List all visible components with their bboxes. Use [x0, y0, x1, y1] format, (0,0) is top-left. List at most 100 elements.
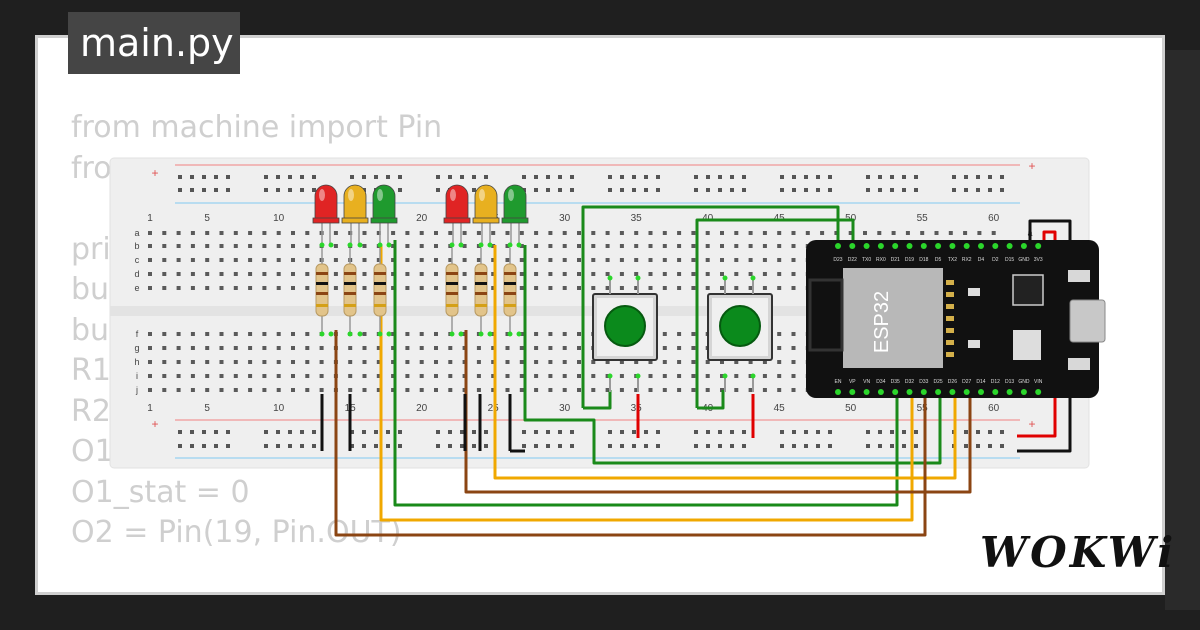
grid-hole [677, 286, 682, 290]
grid-hole [348, 231, 353, 235]
grid-hole [419, 286, 424, 290]
led-rim [443, 217, 471, 224]
resistor-band [316, 282, 328, 285]
grid-hole [333, 258, 338, 262]
grid-hole [476, 346, 481, 350]
grid-hole [791, 231, 796, 235]
esp32-pin-label: D21 [891, 257, 900, 263]
resistor-band [504, 272, 516, 275]
grid-hole [233, 231, 238, 235]
esp32-pin [849, 389, 856, 395]
rail-hole [1000, 444, 1004, 448]
row-letter: b [134, 241, 139, 251]
grid-hole [534, 272, 539, 276]
grid-hole [162, 272, 167, 276]
grid-hole [434, 332, 438, 336]
column-number: 10 [273, 403, 285, 414]
grid-hole [148, 346, 152, 350]
esp32-chip-pin [946, 316, 954, 321]
grid-hole [291, 360, 295, 364]
grid-hole [691, 272, 696, 276]
grid-hole [305, 286, 310, 290]
rail-hole [288, 444, 292, 448]
grid-hole [791, 374, 796, 378]
grid-hole [505, 258, 510, 262]
rail-hole [620, 430, 624, 434]
grid-hole [305, 346, 310, 350]
rail-hole [374, 175, 378, 179]
grid-hole [777, 286, 782, 290]
grid-hole [577, 388, 581, 392]
rail-hole [264, 444, 268, 448]
rail-hole [178, 188, 182, 192]
grid-hole [276, 374, 281, 378]
esp32-pin-label: D23 [833, 257, 842, 263]
rail-hole [1000, 175, 1004, 179]
led-rim [472, 217, 500, 224]
grid-hole [476, 388, 481, 392]
rail-hole [226, 430, 230, 434]
resistor-band [374, 304, 386, 307]
grid-hole [205, 388, 210, 392]
rail-hole [988, 430, 992, 434]
grid-hole [233, 332, 238, 336]
grid-hole [591, 388, 596, 392]
rail-hole [902, 188, 906, 192]
grid-hole [448, 388, 453, 392]
grid-hole [891, 231, 896, 235]
grid-hole [863, 231, 867, 235]
led-red [445, 184, 469, 222]
row-letter: e [134, 283, 139, 293]
rail-hole [976, 444, 980, 448]
rail-hole [878, 430, 882, 434]
rail-hole [522, 444, 526, 448]
rail-hole [460, 430, 464, 434]
grid-hole [619, 258, 624, 262]
rail-hole [914, 175, 918, 179]
rail-hole [656, 188, 660, 192]
resistor-band [475, 282, 487, 285]
esp32-pin-label: D12 [991, 379, 1000, 385]
grid-hole [319, 346, 324, 350]
rail-hole [878, 188, 882, 192]
grid-hole [548, 258, 553, 262]
grid-hole [190, 332, 195, 336]
grid-hole [720, 244, 724, 248]
esp32-regulator [1013, 330, 1041, 360]
grid-hole [777, 244, 782, 248]
grid-hole [262, 374, 267, 378]
grid-hole [205, 360, 210, 364]
row-letter: f [136, 329, 139, 339]
rail-hole [264, 175, 268, 179]
file-tab[interactable]: main.py [68, 12, 240, 74]
grid-hole [291, 286, 295, 290]
esp32-pin [935, 389, 942, 395]
pin-dot [607, 275, 613, 281]
rail-hole [374, 430, 378, 434]
esp32-chip-pin [946, 292, 954, 297]
grid-hole [291, 346, 295, 350]
rail-hole [386, 444, 390, 448]
grid-hole [434, 346, 438, 350]
grid-hole [448, 374, 453, 378]
pin-dot [750, 275, 756, 281]
grid-hole [362, 286, 367, 290]
resistor-band [446, 282, 458, 285]
grid-hole [434, 244, 438, 248]
rail-hole [706, 444, 710, 448]
esp32-pin-label: D22 [848, 257, 857, 263]
esp32-pin-label: D26 [948, 379, 957, 385]
grid-hole [577, 360, 581, 364]
grid-hole [762, 286, 767, 290]
rail-hole [374, 444, 378, 448]
rail-hole [362, 430, 366, 434]
resistor-band [344, 282, 356, 285]
grid-hole [677, 360, 682, 364]
rail-hole [1000, 188, 1004, 192]
grid-hole [762, 244, 767, 248]
rail-hole [718, 188, 722, 192]
grid-hole [376, 374, 381, 378]
pin-dot [449, 331, 455, 337]
esp32-pin-label: EN [835, 379, 842, 385]
rail-hole [804, 430, 808, 434]
